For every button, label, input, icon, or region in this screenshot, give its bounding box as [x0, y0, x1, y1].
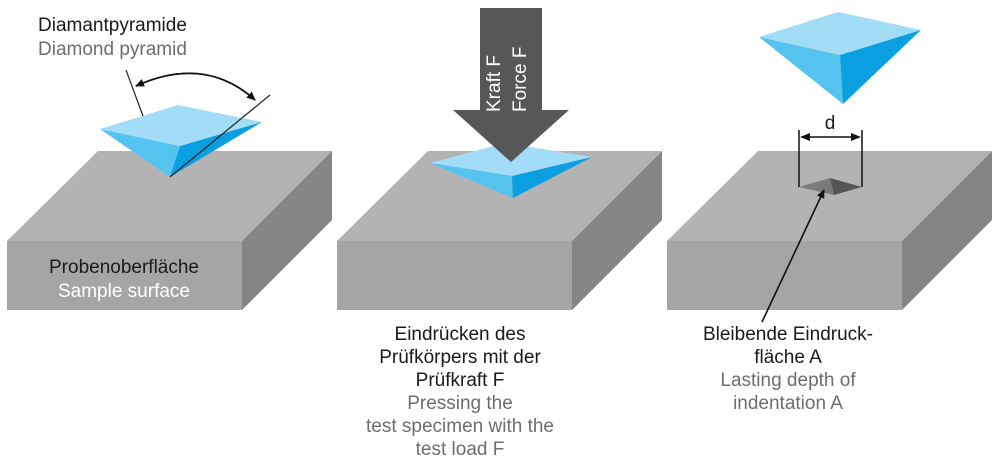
caption-en-line-1: Pressing the [407, 393, 513, 414]
force-label-en: Force F [510, 47, 531, 112]
sample-surface-label-en: Sample surface [58, 281, 190, 302]
diamond-pyramid-label-en: Diamond pyramid [38, 39, 187, 60]
caption-de-line-2: fläche A [754, 347, 822, 368]
indentation-pointer-arrow [761, 189, 825, 323]
caption-de-line-1: Eindrücken des [395, 324, 526, 345]
panel-2: Kraft F Force F Eindrücken des Prüfkörpe… [337, 8, 662, 460]
caption-de-line-1: Bleibende Eindruck- [703, 324, 873, 345]
dimension-label: d [825, 113, 836, 134]
caption-en-line-3: test load F [416, 439, 505, 460]
panel-1: Diamantpyramide Diamond pyramid Probenob… [7, 15, 332, 310]
force-arrow [453, 8, 569, 162]
panel-3-caption: Bleibende Eindruck- fläche A Lasting dep… [703, 324, 873, 414]
sample-surface-label-de: Probenoberfläche [49, 257, 199, 278]
caption-en-line-2: test specimen with the [366, 416, 554, 437]
diamond-pyramid [100, 105, 262, 177]
panel-2-caption: Eindrücken des Prüfkörpers mit der Prüfk… [366, 324, 554, 460]
caption-en-line-2: indentation A [733, 393, 843, 414]
angle-indicator [125, 69, 271, 178]
sample-block [667, 151, 992, 310]
caption-de-line-3: Prüfkraft F [416, 370, 505, 391]
diamond-pyramid-label-de: Diamantpyramide [38, 15, 187, 36]
sample-block [337, 151, 662, 310]
force-label-de: Kraft F [484, 55, 505, 112]
diamond-pyramid [759, 12, 921, 104]
panel-3: d Bleibende Eindruck- fläche A Lasting d… [667, 12, 992, 414]
caption-en-line-1: Lasting depth of [720, 370, 856, 391]
dimension-d: d [798, 113, 863, 187]
caption-de-line-2: Prüfkörpers mit der [379, 347, 541, 368]
sample-block [7, 151, 332, 310]
indentation [799, 178, 862, 195]
